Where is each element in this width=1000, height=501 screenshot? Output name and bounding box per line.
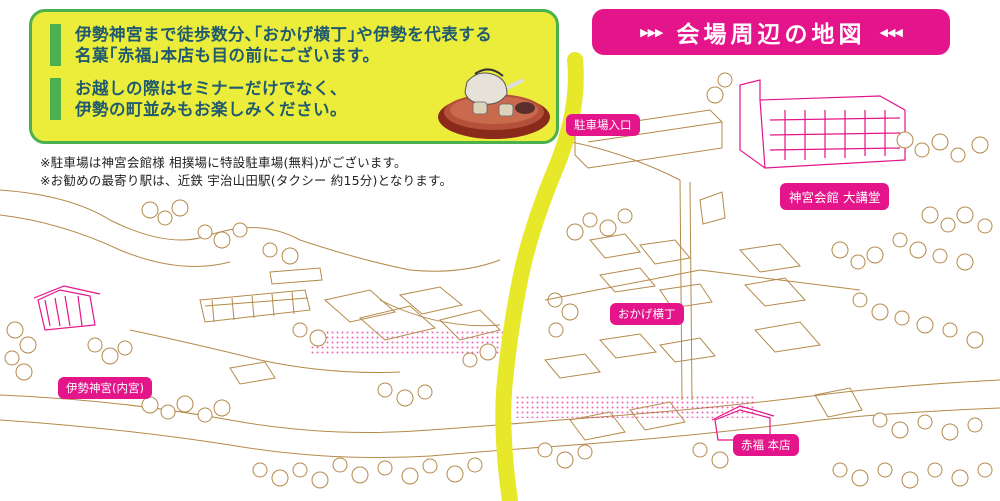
info-line: 名菓｢赤福｣本店も目の前にございます。 [75,46,380,65]
ise-jingu-shrine-icon [33,285,101,331]
map-title: 会場周辺の地図 [676,22,866,48]
map-title-banner: ▶▶▶ 会場周辺の地図 ◀◀◀ [592,9,950,55]
label-venue-hall: 神宮会館 大講堂 [780,183,890,210]
station-note: ※お勧めの最寄り駅は、近鉄 宇治山田駅(タクシー 約15分)となります。 [40,173,453,188]
teapot-tray-icon [438,68,550,139]
bullet-bar [50,78,61,120]
label-okage-yokocho: おかげ横丁 [610,303,684,325]
info-line: 伊勢神宮まで徒歩数分､｢おかげ横丁｣や伊勢を代表する [75,25,493,44]
info-paragraph-1: 伊勢神宮まで徒歩数分､｢おかげ横丁｣や伊勢を代表する 名菓｢赤福｣本店も目の前に… [50,24,492,66]
uji-bridge [199,267,323,323]
akafuku-building-icon [711,405,775,441]
info-line: お越しの際はセミナーだけでなく、 [75,79,347,98]
road [495,52,584,501]
venue-building-icon [739,79,906,169]
info-paragraph-2: お越しの際はセミナーだけでなく、 伊勢の町並みもお楽しみください。 [50,78,347,120]
info-line: 伊勢の町並みもお楽しみください。 [75,100,347,119]
label-ise-jingu: 伊勢神宮(内宮) [58,377,152,399]
parking-building [574,109,723,169]
streets [544,179,861,401]
town-buildings [229,191,863,441]
label-parking-entrance: 駐車場入口 [566,114,640,136]
bullet-bar [50,24,61,66]
parking-note: ※駐車場は神宮会館様 相撲場に特設駐車場(無料)がございます。 [40,155,407,170]
label-akafuku: 赤福 本店 [733,434,799,456]
trees [4,199,497,489]
trees [537,72,993,489]
info-box: 伊勢神宮まで徒歩数分､｢おかげ横丁｣や伊勢を代表する 名菓｢赤福｣本店も目の前に… [29,9,559,144]
dotted-path [515,396,755,418]
arrow-right-icon: ▶▶▶ [640,25,663,39]
arrow-left-icon: ◀◀◀ [879,25,903,39]
